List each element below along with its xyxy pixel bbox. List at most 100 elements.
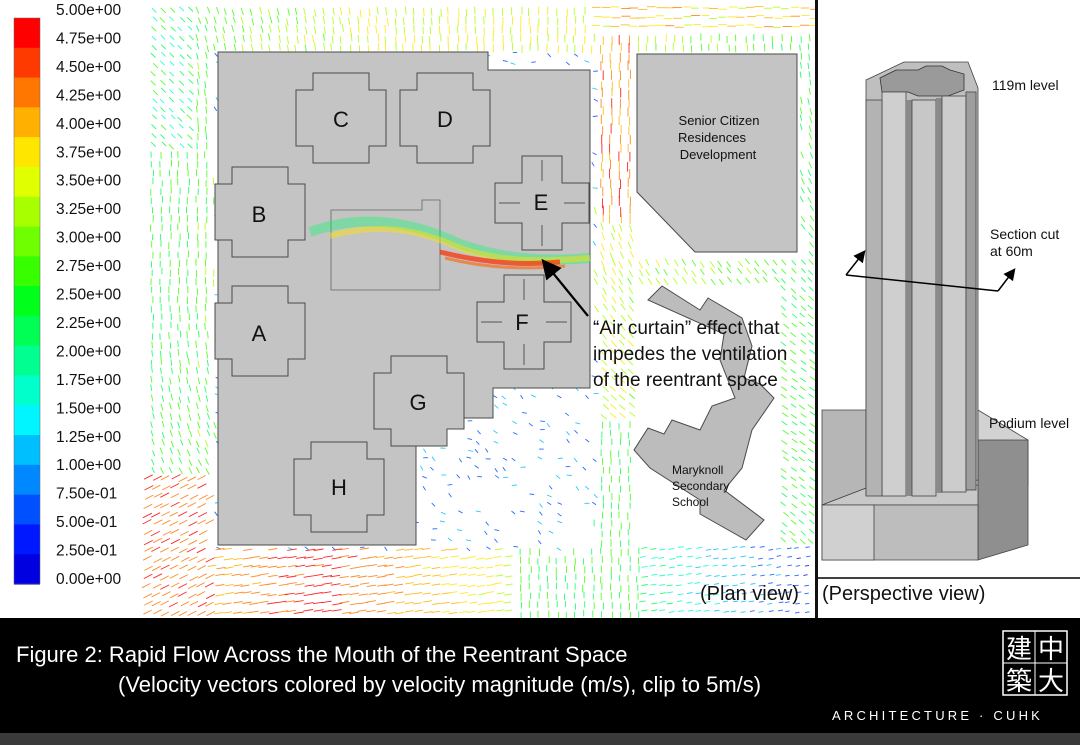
school-outline [633,285,775,541]
colorbar-tick-label: 4.00e+00 [56,116,121,133]
colorbar-frame [13,17,41,585]
tower-d [399,72,491,164]
building-label-c: C [333,107,349,132]
colorbar-segment [14,435,40,466]
building-label-g: G [409,390,426,415]
plan-view-label: (Plan view) [700,583,799,605]
logo-char-4: 大 [1038,667,1064,696]
podium-level-label: Podium level [989,415,1070,431]
colorbar-tick-label: 3.25e+00 [56,201,121,218]
colorbar-segment [14,256,40,287]
building-label-b: B [252,202,267,227]
tower-a [214,285,306,377]
school-label-line-2: Secondary [672,479,729,493]
colorbar-segment [14,524,40,555]
colorbar-segment [14,137,40,168]
colorbar-tick-label: 4.25e+00 [56,87,121,104]
building-label-f: F [515,310,528,335]
section-cut-line-1: Section cut [990,226,1060,242]
colorbar-segment [14,375,40,406]
colorbar-segment [14,196,40,228]
building-label-h: H [331,475,347,500]
tower-b [214,166,306,258]
logo-caption: ARCHITECTURE · CUHK [832,708,1044,723]
label-119m: 119m level [992,77,1059,93]
senior-label-line-1: Senior Citizen [679,113,760,128]
building-label-d: D [437,107,453,132]
senior-label-line-2: Residences [678,130,746,145]
colorbar-tick-label: 1.25e+00 [56,429,121,446]
colorbar-segment [14,77,40,108]
colorbar-tick-label: 1.00e+00 [56,457,121,474]
colorbar-tick-label: 1.50e+00 [56,400,121,417]
section-cut [845,250,1016,292]
annotation-line-1: “Air curtain” effect that [593,318,780,339]
colorbar-segment [14,286,40,317]
podium-inner-outline [330,199,441,291]
colorbar-tick-label: 3.00e+00 [56,230,121,247]
colorbar-labels: 5.00e+00 4.75e+00 4.50e+00 4.25e+00 4.00e+00… [56,2,121,588]
logo-char-3: 築 [1006,667,1032,696]
logo-char-1: 建 [1006,635,1032,665]
annotation-arrow [541,258,589,317]
tower-3d [865,61,979,497]
colorbar-segment [14,226,40,257]
school-label-line-3: School [672,495,709,509]
senior-citizen-building: Senior Citizen Residences Development [636,53,798,253]
colorbar-tick-label: 2.00e+00 [56,343,121,360]
bottom-strip [0,733,1080,745]
school-building: Maryknoll Secondary School [633,285,775,541]
tower-f [476,274,572,370]
colorbar-tick-label: 2.75e+00 [56,258,121,275]
colorbar-segments [14,18,40,585]
colorbar-tick-label: 4.50e+00 [56,59,121,76]
building-label-e: E [534,190,549,215]
building-label-a: A [252,321,267,346]
colorbar-tick-label: 5.00e-01 [56,514,117,531]
logo-char-2: 中 [1038,635,1064,665]
perspective-view-panel: 119m level Section cut at 60m Podium lev… [818,0,1080,618]
colorbar-segment [14,107,40,138]
annotation-line-3: of the reentrant space [593,370,778,391]
tower-buildings [214,72,590,533]
plan-view-svg: 5.00e+00 4.75e+00 4.50e+00 4.25e+00 4.00e+00… [13,2,815,618]
colorbar-tick-label: 4.75e+00 [56,31,121,48]
tower-g [373,355,465,447]
colorbar-tick-label: 3.50e+00 [56,173,121,190]
section-cut-label: Section cut at 60m [990,226,1059,260]
school-label-line-1: Maryknoll [672,463,723,477]
colorbar-segment [14,464,40,496]
colorbar-segment [14,345,40,377]
colorbar-tick-label: 2.50e-01 [56,543,117,560]
colorbar-tick-label: 5.00e+00 [56,2,121,19]
annotation-line-2: impedes the ventilation [593,344,788,365]
colorbar: 5.00e+00 4.75e+00 4.50e+00 4.25e+00 4.00e+00… [13,2,121,588]
building-labels: C D B E A F G H [252,107,549,500]
senior-citizen-outline [636,53,798,253]
panel-divider [815,0,818,618]
podium-outline [217,51,591,546]
figure-caption-line-2: (Velocity vectors colored by velocity ma… [118,672,762,697]
section-cut-line-2: at 60m [990,243,1033,259]
tower-e [494,155,590,251]
colorbar-tick-label: 0.00e+00 [56,571,121,588]
colorbar-segment [14,315,40,347]
podium-block [217,51,591,546]
tower-h [293,441,385,533]
colorbar-tick-label: 1.75e+00 [56,372,121,389]
annotation-text: “Air curtain” effect that impedes the ve… [593,316,787,394]
colorbar-tick-label: 7.50e-01 [56,486,117,503]
tower-c [295,72,387,164]
perspective-svg [818,61,1080,579]
colorbar-tick-label: 3.75e+00 [56,144,121,161]
colorbar-tick-label: 2.25e+00 [56,315,121,332]
perspective-view-label: (Perspective view) [822,583,986,605]
senior-label-line-3: Development [680,147,757,162]
colorbar-tick-label: 2.50e+00 [56,287,121,304]
plan-view-panel: 5.00e+00 4.75e+00 4.50e+00 4.25e+00 4.00e+00… [13,2,815,618]
caption-band [0,618,1080,745]
logo-frame: 建 中 築 大 [1002,630,1068,697]
colorbar-segment [14,47,40,79]
colorbar-segment [14,405,40,436]
